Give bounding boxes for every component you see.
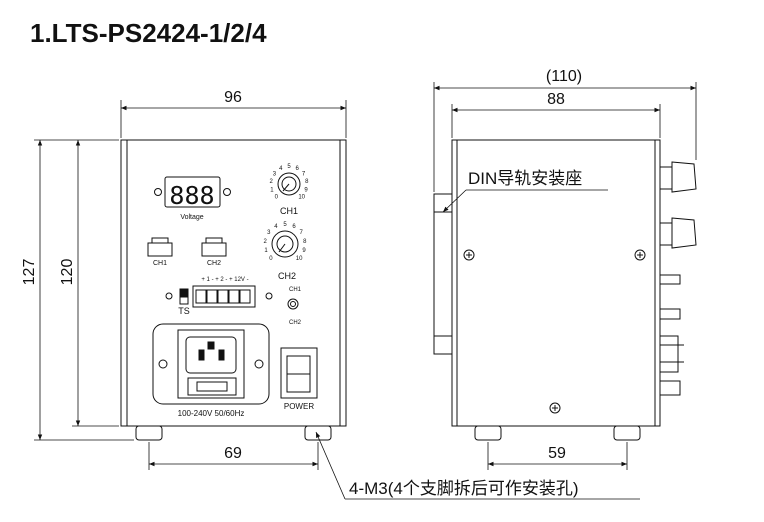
mount-holes-annotation: 4-M3(4个支脚拆后可作安装孔) (349, 479, 579, 498)
terminal-block (192, 285, 256, 308)
indicator-ch2-label: CH2 (289, 320, 302, 326)
ch1-knob-scale-10: 10 (298, 195, 305, 201)
ch1-knob-scale-5: 5 (287, 164, 291, 170)
ch2-knob-scale-10: 10 (296, 256, 303, 262)
terminal-label: + 1 - + 2 - + 12V - (201, 277, 248, 283)
ch2-knob-scale-1: 1 (264, 248, 268, 254)
ch2-knob-scale-7: 7 (300, 230, 304, 236)
power-input-label: 100-240V 50/60Hz (178, 409, 245, 418)
dim-front-foot-spacing: 69 (224, 445, 242, 462)
ch1-knob-scale-1: 1 (270, 188, 274, 194)
voltage-label: Voltage (180, 214, 203, 221)
side-foot-right (613, 425, 641, 441)
front-view (120, 139, 347, 441)
ac-inlet-frame (152, 323, 270, 405)
ch2-knob-scale-2: 2 (264, 239, 268, 245)
ch2-knob-scale-8: 8 (303, 239, 307, 245)
dim-side-depth-body: 88 (547, 91, 565, 108)
power-switch-label: POWER (284, 402, 314, 411)
power-switch (280, 347, 318, 399)
din-rail-annotation: DIN导轨安装座 (468, 169, 582, 188)
ts-label: TS (178, 306, 190, 316)
display-digits: 888 (169, 181, 214, 210)
ch1-knob-scale-0: 0 (275, 195, 279, 201)
dim-front-width: 96 (224, 89, 242, 106)
side-foot-left (474, 425, 502, 441)
side-dimensions (433, 82, 697, 470)
din-rail-leader (442, 189, 608, 213)
ch2-knob-scale-6: 6 (292, 224, 296, 230)
dim-side-foot-spacing: 59 (548, 445, 566, 462)
dim-front-height-total: 127 (21, 259, 38, 286)
ch2-knob-scale-5: 5 (283, 222, 287, 228)
dim-side-depth-total: (110) (546, 68, 582, 85)
ch1-connector-label: CH1 (153, 260, 167, 267)
ch1-knob-scale-2: 2 (270, 179, 274, 185)
dim-front-height-body: 120 (59, 259, 76, 286)
front-dimensions (34, 100, 347, 470)
ch2-knob-scale-0: 0 (269, 256, 273, 262)
ch1-knob-scale-6: 6 (296, 166, 300, 172)
front-foot-right (304, 425, 332, 441)
ch1-knob (277, 172, 301, 196)
voltage-display (164, 176, 221, 208)
ch2-connector-label: CH2 (207, 260, 221, 267)
ch2-knob-scale-4: 4 (274, 224, 278, 230)
indicator-ch1-label: CH1 (289, 287, 302, 293)
side-knob-ch2 (659, 222, 673, 246)
ch1-knob-scale-4: 4 (279, 166, 283, 172)
front-foot-left (135, 425, 163, 441)
ts-switch (179, 288, 189, 305)
ch2-knob-label: CH2 (278, 271, 296, 281)
ch2-knob (271, 230, 299, 258)
ch2-knob-scale-3: 3 (267, 230, 271, 236)
ch1-knob-label: CH1 (280, 206, 298, 216)
ch1-knob-scale-3: 3 (273, 171, 277, 177)
din-rail-mount (433, 193, 453, 355)
ch1-knob-scale-8: 8 (305, 179, 309, 185)
indicator-led (287, 298, 299, 310)
ch2-knob-scale-9: 9 (302, 248, 306, 254)
front-body (120, 139, 347, 427)
ch1-knob-scale-7: 7 (302, 171, 306, 177)
mount-holes-leader (315, 431, 640, 500)
page-title: 1.LTS-PS2424-1/2/4 (30, 18, 267, 48)
side-view (433, 139, 697, 441)
ch1-knob-scale-9: 9 (304, 188, 308, 194)
side-knob-ch1 (659, 166, 673, 190)
